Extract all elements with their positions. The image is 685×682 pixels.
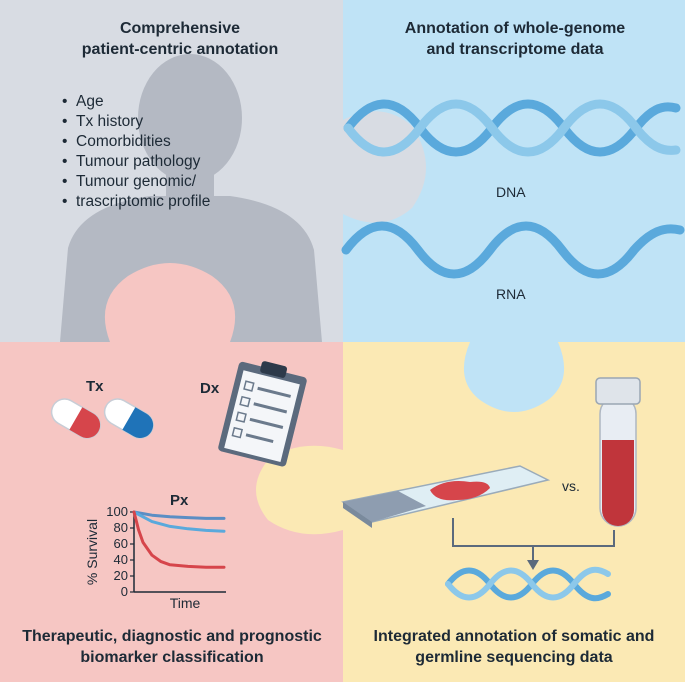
top-right-title-line2: and transcriptome data xyxy=(426,41,604,58)
list-item: Comorbidities xyxy=(62,132,210,152)
rna-label: RNA xyxy=(496,286,526,302)
dna-helix-icon xyxy=(343,99,681,157)
dna-label: DNA xyxy=(496,184,526,200)
list-item: Tumour pathology xyxy=(62,152,210,172)
merge-arrows xyxy=(452,518,615,562)
bottom-left-title: Therapeutic, diagnostic and prognostic b… xyxy=(4,626,340,668)
y-tick-label: 20 xyxy=(114,568,128,583)
bottom-left-title-line1: Therapeutic, diagnostic and prognostic xyxy=(22,628,322,645)
y-tick-label: 60 xyxy=(114,536,128,551)
top-right-title-line1: Annotation of whole-genome xyxy=(404,20,626,37)
list-item: Age xyxy=(62,92,210,112)
y-tick-label: 100 xyxy=(106,504,128,519)
blood-tube-icon xyxy=(595,377,641,527)
puzzle-tab-top-right xyxy=(463,342,565,412)
top-right-title: Annotation of whole-genome and transcrip… xyxy=(370,18,660,60)
vs-label: vs. xyxy=(562,478,580,494)
rna-strand-icon xyxy=(341,221,685,279)
tx-label: Tx xyxy=(86,378,104,395)
survival-curve-3 xyxy=(132,510,226,569)
dna-small-helix-icon xyxy=(445,566,611,602)
arrow-head-icon xyxy=(527,560,539,570)
survival-curve-2 xyxy=(132,510,226,533)
list-item: Tx history xyxy=(62,112,210,132)
puzzle-tab-bottom-right xyxy=(256,445,343,535)
red-capsule-icon xyxy=(50,398,101,439)
top-left-title-line1: Comprehensive xyxy=(119,20,241,37)
y-axis-label: % Survival xyxy=(84,519,100,585)
bottom-left-title-line2: biomarker classification xyxy=(80,649,264,666)
clipboard-checklist-icon xyxy=(218,361,307,467)
bottom-right-title: Integrated annotation of somatic and ger… xyxy=(346,626,682,668)
list-item-continued: trascriptomic profile xyxy=(62,192,210,212)
survival-curve-1 xyxy=(132,510,226,520)
bottom-right-title-line2: germline sequencing data xyxy=(415,649,613,666)
bottom-right-title-line1: Integrated annotation of somatic and xyxy=(373,628,655,645)
tissue-slide-icon xyxy=(341,465,551,528)
px-label: Px xyxy=(170,492,189,509)
y-tick-label: 80 xyxy=(114,520,128,535)
patient-attribute-list: Age Tx history Comorbidities Tumour path… xyxy=(62,92,210,212)
top-left-title-line2: patient-centric annotation xyxy=(81,41,279,58)
list-item: Tumour genomic/ xyxy=(62,172,210,192)
top-left-title: Comprehensive patient-centric annotation xyxy=(40,18,320,60)
y-tick-label: 40 xyxy=(114,552,128,567)
y-tick-label: 0 xyxy=(121,584,128,599)
blue-capsule-icon xyxy=(103,398,154,439)
x-axis-label: Time xyxy=(170,595,201,611)
puzzle-tab-bottom-left xyxy=(104,263,236,342)
dx-label: Dx xyxy=(200,380,220,397)
